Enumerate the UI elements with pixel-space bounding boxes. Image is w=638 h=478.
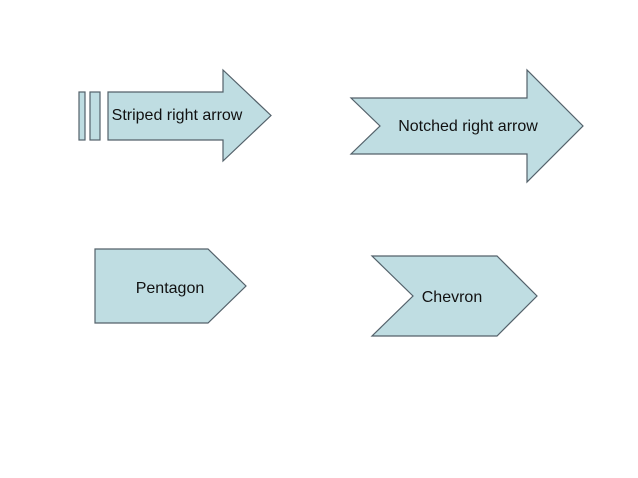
striped-arrow-stripe-2 [89,91,101,141]
chevron-body [370,255,538,337]
chevron-label: Chevron [422,289,482,306]
chevron-shape[interactable]: Chevron [370,255,538,337]
notched-right-arrow-label: Notched right arrow [398,118,538,135]
pentagon-body [94,248,247,324]
notched-arrow-body [349,68,584,184]
striped-right-arrow-shape[interactable]: Striped right arrow [78,68,272,163]
striped-right-arrow-label: Striped right arrow [112,107,243,124]
striped-arrow-stripe-1 [78,91,86,141]
pentagon-shape[interactable]: Pentagon [94,248,247,324]
pentagon-label: Pentagon [136,280,205,297]
notched-right-arrow-shape[interactable]: Notched right arrow [349,68,584,184]
striped-arrow-body [107,68,272,163]
